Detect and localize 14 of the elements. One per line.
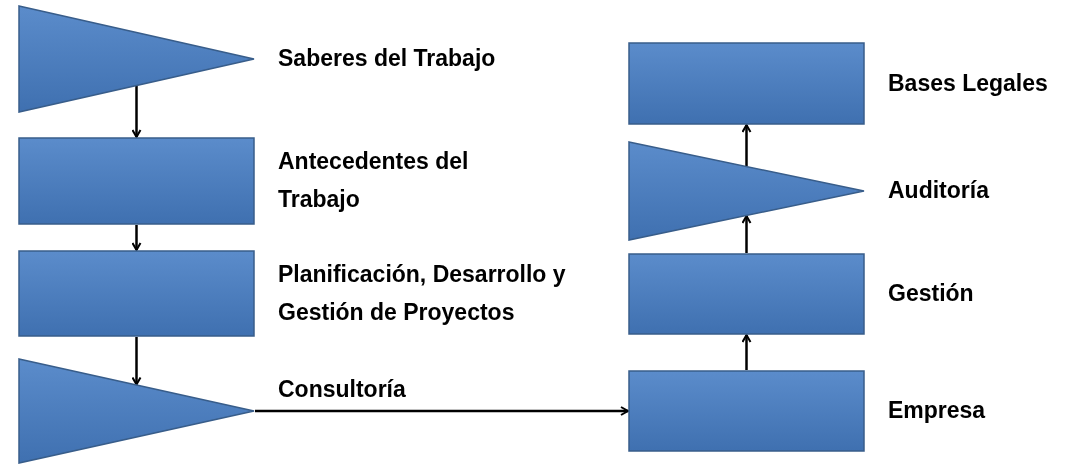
shape-caption: Gestión bbox=[888, 279, 975, 309]
shape-caption: Auditoría bbox=[888, 176, 991, 206]
shape-caption: Saberes del Trabajo bbox=[278, 44, 497, 74]
shape-caption: Bases Legales bbox=[888, 68, 1049, 98]
shape-caption: Empresa bbox=[888, 396, 987, 426]
arrow bbox=[741, 215, 752, 253]
arrow bbox=[131, 225, 142, 251]
shape-caption: Antecedentes del Trabajo bbox=[278, 147, 470, 214]
arrow bbox=[741, 124, 752, 166]
arrow bbox=[255, 406, 629, 416]
arrow bbox=[741, 334, 752, 370]
arrow bbox=[131, 337, 142, 386]
shape-caption: Planificación, Desarrollo y Gestión de Proyectos bbox=[278, 259, 567, 327]
arrow bbox=[131, 86, 142, 138]
